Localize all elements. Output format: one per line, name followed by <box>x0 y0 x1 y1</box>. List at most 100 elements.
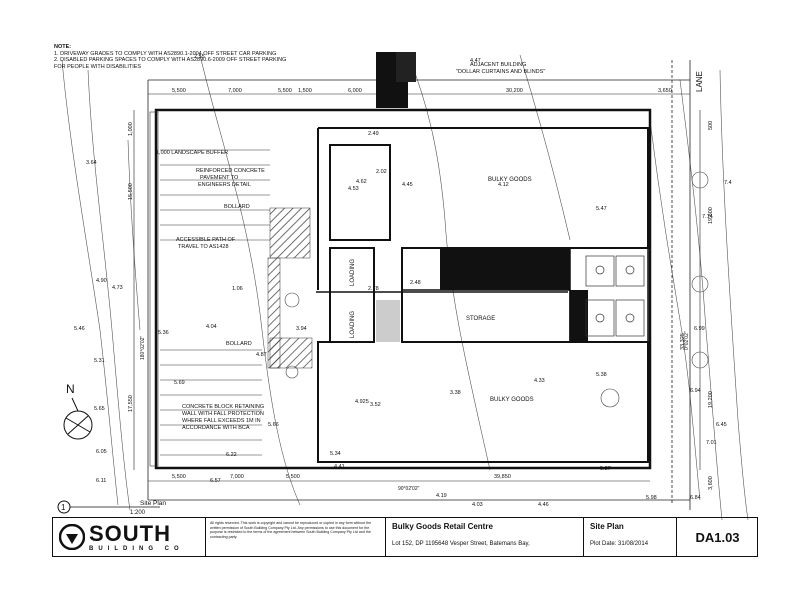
level: 6.57 <box>210 478 221 484</box>
bearing-bottom: 90°02'02" <box>398 486 420 492</box>
plot-date: Plot Date: 31/08/2014 <box>590 541 649 547</box>
level: 2.48 <box>410 280 421 286</box>
dim-top-5500-b: 5,500 <box>278 88 292 94</box>
scale-label: 1:200 <box>130 510 146 516</box>
dim-top-5500-a: 5,500 <box>172 88 186 94</box>
spot-levels: 3.64 4.47 4.45 4.12 5.47 7.14 7.4 4.62 4… <box>74 58 732 508</box>
level: 4.90 <box>96 278 107 284</box>
level: 4.41 <box>334 464 345 470</box>
level: 6.11 <box>96 478 106 484</box>
level: 1.06 <box>232 286 243 292</box>
level: 3.52 <box>370 402 381 408</box>
dim-bot-5500: 5,500 <box>172 474 186 480</box>
dim-top-3650: 3,650 <box>658 88 672 94</box>
north-label: N <box>66 382 75 396</box>
level: 6.22 <box>226 452 237 458</box>
retaining-wall-label-4: ACCORDANCE WITH BCA <box>182 425 250 431</box>
dim-right-3600: 3,600 <box>708 476 714 490</box>
level: 4.19 <box>436 493 447 499</box>
level: 6.84 <box>690 495 701 501</box>
loading-label-1: LOADING <box>350 259 356 286</box>
level: 7.14 <box>702 214 713 220</box>
level: 5.69 <box>174 380 185 386</box>
dim-left-15500: 15,500 <box>128 183 134 200</box>
service-area <box>569 247 649 343</box>
note-1: 1. DRIVEWAY GRADES TO COMPLY WITH AS2890… <box>54 50 277 57</box>
retaining-wall-label-3: WHERE FALL EXCEEDS 1M IN <box>182 418 261 424</box>
dim-right-19800: 19,800 <box>708 207 714 224</box>
copyright-notice: All rights reserved. This work is copyri… <box>205 518 385 556</box>
landscape-buffer-strip <box>149 111 159 467</box>
level: 6.94 <box>690 388 701 394</box>
company-name: SOUTH <box>89 520 171 546</box>
level: 3.94 <box>296 326 307 332</box>
landscape-buffer-label: 1,000 LANDSCAPE BUFFER <box>156 150 228 156</box>
tree-symbols <box>284 171 709 408</box>
level: 5.34 <box>330 451 341 457</box>
storage-label: STORAGE <box>466 316 495 322</box>
note-3: FOR PEOPLE WITH DISABILITIES <box>54 63 142 70</box>
dim-bot-7000: 7,000 <box>230 474 244 480</box>
bollard-label-2: BOLLARD <box>226 341 252 347</box>
level: 2.02 <box>376 169 387 175</box>
lane-label: LANE <box>695 71 704 92</box>
dim-top-6000: 6,000 <box>348 88 362 94</box>
level: 4.46 <box>538 502 549 508</box>
level: 5.38 <box>596 372 607 378</box>
level: 4.45 <box>402 182 413 188</box>
level: 4.87 <box>256 352 267 358</box>
title-block: SOUTH BUILDING CO All rights reserved. T… <box>52 517 758 557</box>
level: 4.04 <box>206 324 217 330</box>
level: 4.53 <box>348 186 359 192</box>
dim-bot-39850: 39,850 <box>494 474 511 480</box>
toilet-fixtures <box>585 255 645 337</box>
level: 2.49 <box>368 131 379 137</box>
logo-mark-icon <box>59 524 85 550</box>
dim-top-1500: 1,500 <box>298 88 312 94</box>
level: 5.47 <box>596 206 607 212</box>
dim-right-19200: 19,200 <box>708 391 714 408</box>
level: 4.12 <box>498 182 509 188</box>
level: 5.27 <box>600 466 611 472</box>
drawing-number: DA1.03 <box>676 517 758 557</box>
level: 4.12 <box>514 284 525 290</box>
dim-bot-5500-b: 5,500 <box>286 474 300 480</box>
site-plan-caption: Site Plan <box>140 500 166 507</box>
accessible-path-label-2: TRAVEL TO AS1428 <box>178 244 229 250</box>
company-subtitle: BUILDING CO <box>89 545 184 552</box>
dim-left-17550: 17,550 <box>128 395 134 412</box>
level: 5.36 <box>158 330 169 336</box>
project-address: Lot 152, DP 1195648 Vesper Street, Batem… <box>392 541 530 547</box>
level: 5.46 <box>74 326 85 332</box>
contour-lines <box>61 54 749 521</box>
concrete-label-3: ENGINEERS DETAIL <box>198 182 251 188</box>
level: 6.05 <box>96 449 107 455</box>
loading-grey <box>376 300 400 342</box>
loading-label-2: LOADING <box>350 311 356 338</box>
bulky-goods-label-2: BULKY GOODS <box>490 397 534 403</box>
note-2: 2. DISABLED PARKING SPACES TO COMPLY WIT… <box>54 57 287 64</box>
retaining-wall-label-2: WALL WITH FALL PROTECTION <box>182 411 264 417</box>
site-envelope <box>154 108 652 470</box>
concrete-label-2: PAVEMENT TO <box>200 175 239 181</box>
level: 6.45 <box>716 422 727 428</box>
parking-bays <box>160 149 270 456</box>
level: 4.73 <box>112 285 123 291</box>
dim-top-7000-a: 7,000 <box>228 88 242 94</box>
adjacent-building-dark-2 <box>396 52 416 82</box>
north-arrow <box>63 397 93 440</box>
sheet-info: Site Plan Plot Date: 31/08/2014 <box>583 518 729 556</box>
level: 4.62 <box>356 179 367 185</box>
loading-dock-dark <box>440 248 570 290</box>
company-logo: SOUTH BUILDING CO <box>53 518 203 556</box>
level: 4.925 <box>355 399 369 405</box>
level: 4.03 <box>472 502 483 508</box>
building <box>317 127 649 463</box>
site-boundary <box>147 60 691 510</box>
accessible-path-hatch <box>269 207 311 259</box>
dim-left-1000: 1,000 <box>128 122 134 136</box>
dim-right-33325: 33,325 <box>680 333 686 350</box>
adjacent-building-name: "DOLLAR CURTAINS AND BLINDS" <box>456 69 545 75</box>
concrete-label-1: REINFORCED CONCRETE <box>196 168 265 174</box>
